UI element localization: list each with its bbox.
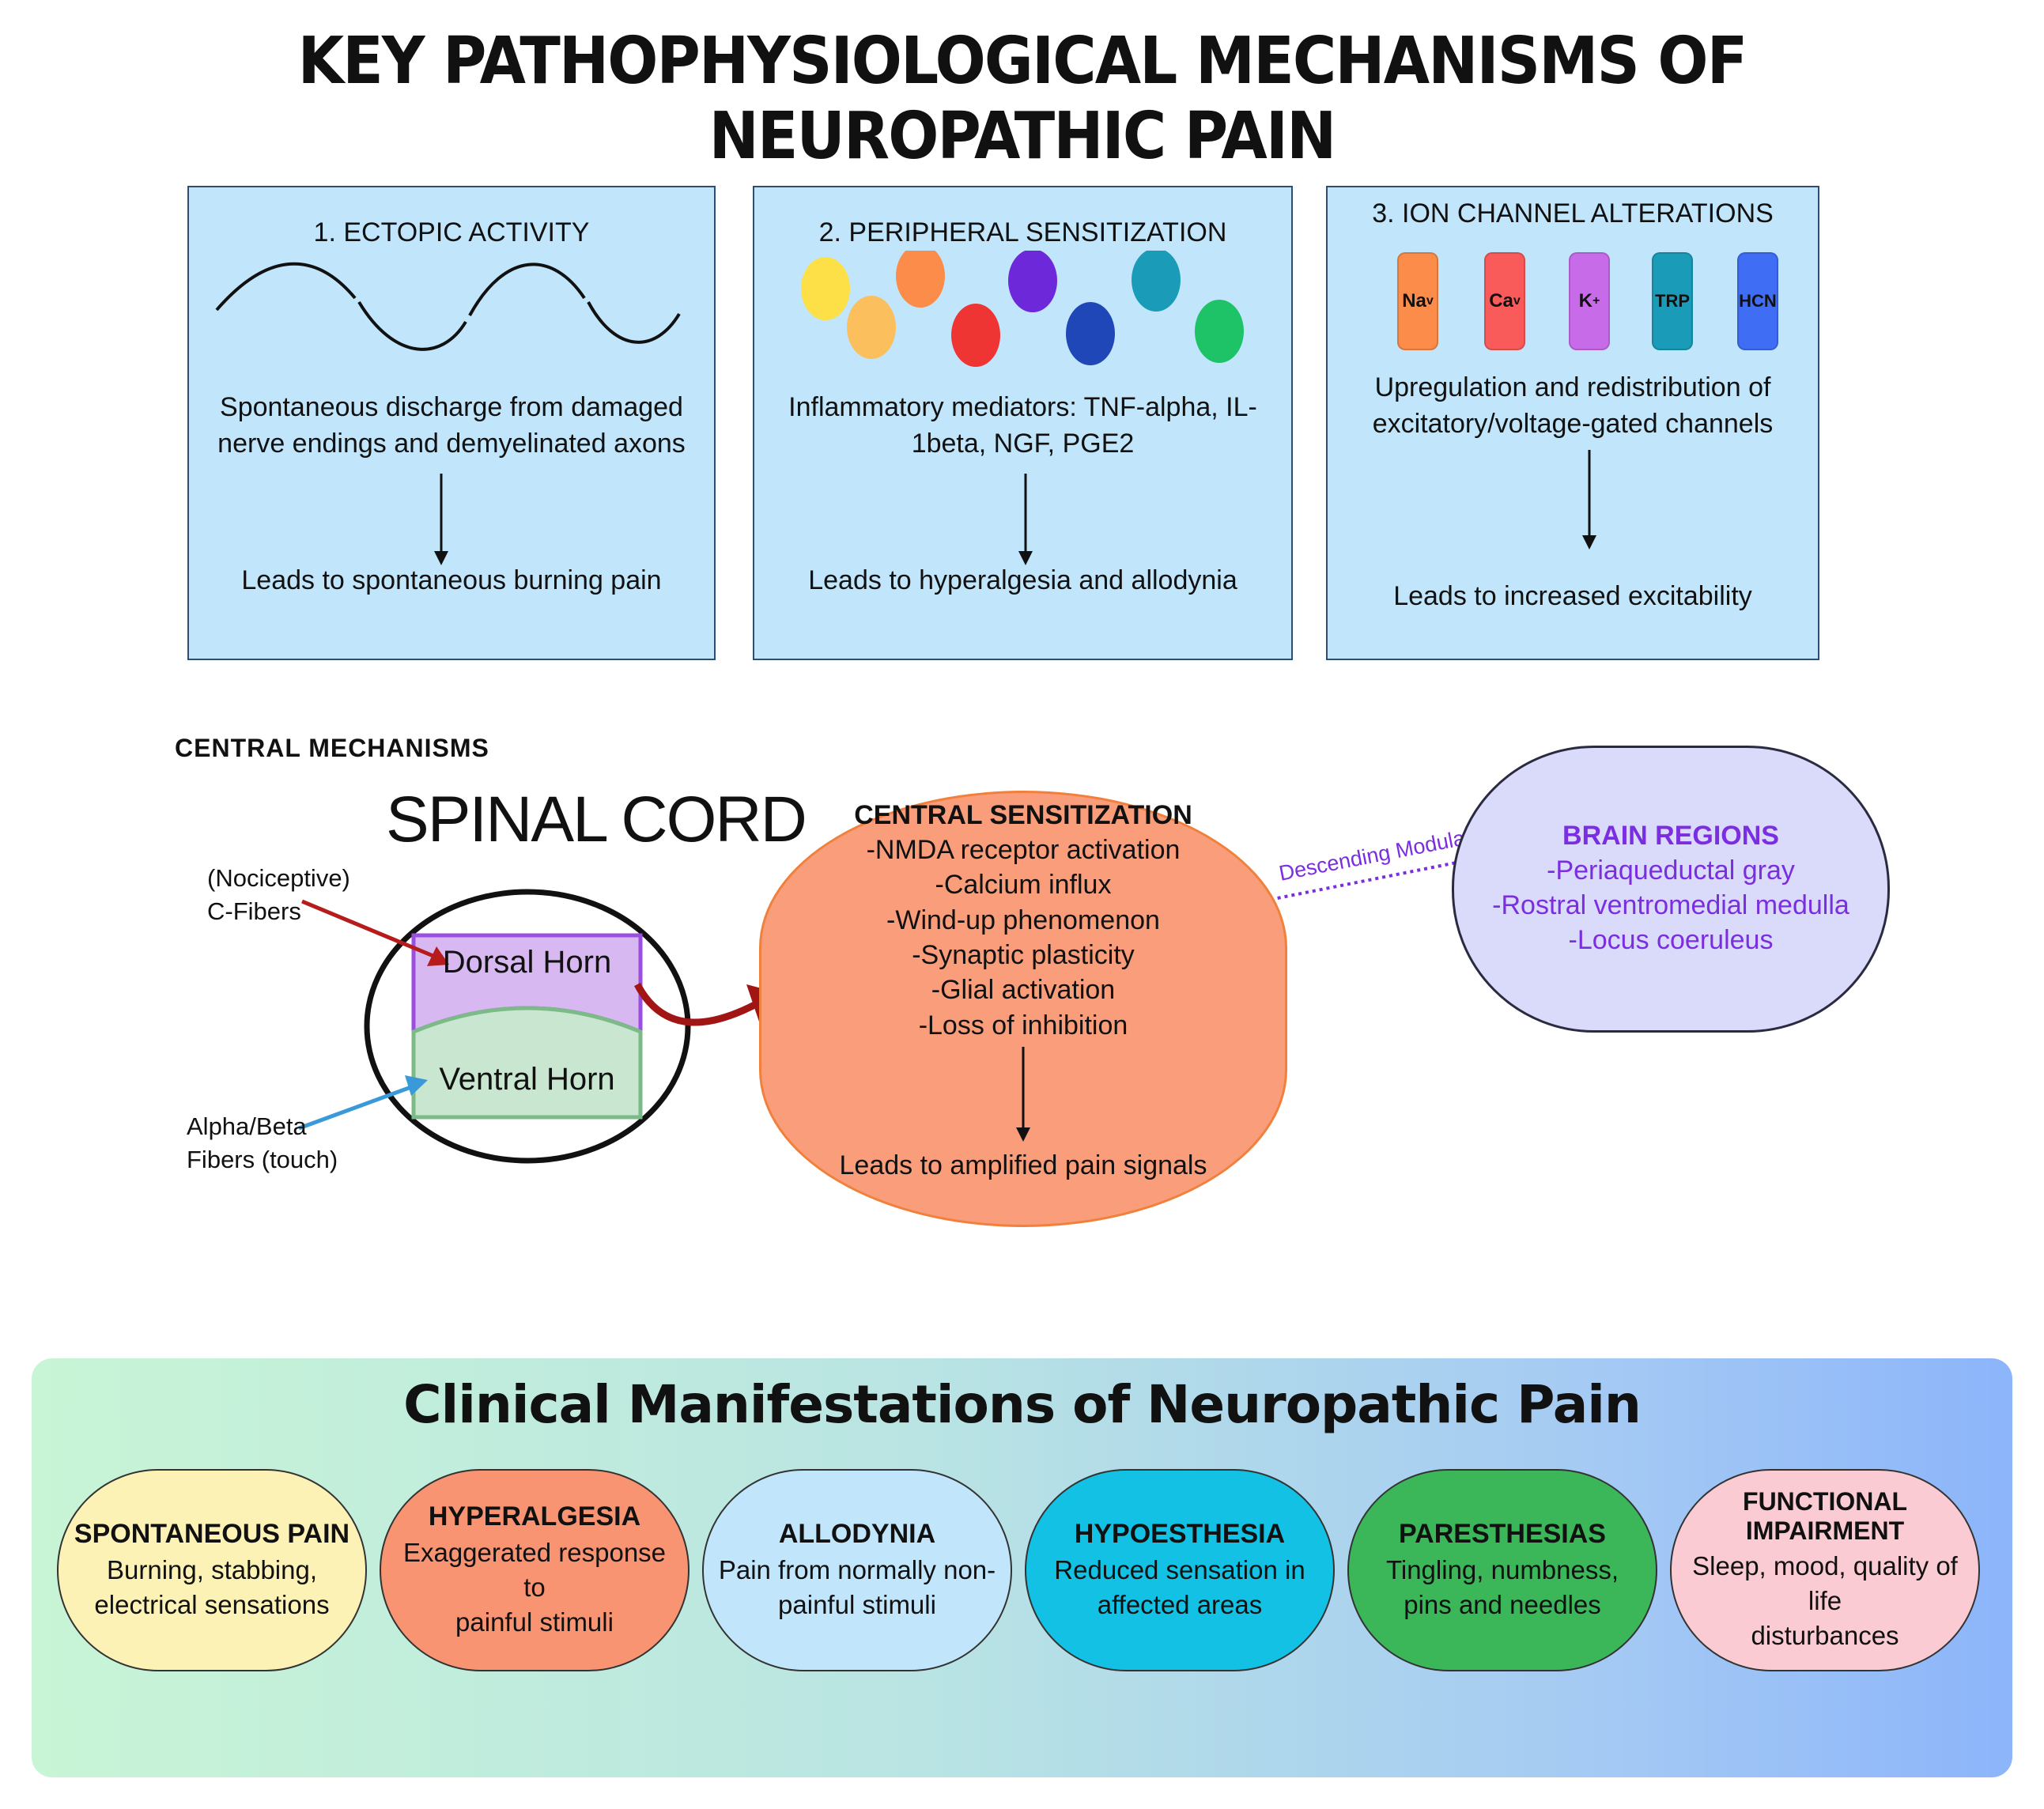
central-sensitization-item: -Wind-up phenomenon (886, 905, 1160, 935)
ectopic-activity-title: 1. ECTOPIC ACTIVITY (313, 217, 590, 247)
ion-channel-subscript: v (1426, 294, 1434, 308)
clinical-card-title: HYPOESTHESIA (1074, 1518, 1286, 1549)
clinical-card: ALLODYNIA Pain from normally non-painful … (702, 1469, 1012, 1671)
clinical-card-title: HYPERALGESIA (428, 1501, 641, 1531)
mediator-dot (847, 296, 896, 359)
down-arrow-icon (1018, 474, 1033, 565)
central-mechanisms-label: CENTRAL MECHANISMS (175, 734, 489, 762)
ion-channel-description: Upregulation and redistribution of excit… (1372, 372, 1774, 439)
ab-fibers-label-line1: Alpha/Beta (187, 1112, 307, 1140)
clinical-card-description: disturbances (1751, 1621, 1899, 1650)
brain-regions-title: BRAIN REGIONS (1562, 821, 1779, 851)
central-sensitization-item: -Calcium influx (935, 870, 1112, 900)
clinical-card-description: Burning, stabbing, (106, 1554, 317, 1584)
wave-icon (215, 262, 681, 351)
c-fiber-arrowhead (427, 946, 449, 966)
ion-channel-label: Na (1402, 290, 1426, 312)
clinical-card: HYPERALGESIA Exaggerated response to painf… (380, 1469, 690, 1671)
clinical-card-title: SPONTANEOUS PAIN (74, 1518, 350, 1549)
c-fiber-arrow (301, 899, 440, 961)
mediator-dot (896, 251, 945, 308)
mediator-dot (951, 304, 1000, 367)
ectopic-activity-description: Spontaneous discharge from damaged nerve… (217, 392, 686, 459)
page-title: KEY PATHOPHYSIOLOGICAL MECHANISMS OF NEU… (297, 24, 1748, 174)
ion-channel: HCN (1737, 252, 1778, 350)
mediator-dot (1195, 300, 1244, 363)
peripheral-sensitization-box: 2. PERIPHERAL SENSITIZATION Inflammatory… (753, 186, 1293, 660)
central-sensitization-item: -Loss of inhibition (918, 1010, 1128, 1040)
clinical-card-description: affected areas (1097, 1589, 1263, 1619)
clinical-manifestations-title: Clinical Manifestations of Neuropathic P… (403, 1374, 1642, 1435)
clinical-card-description: Reduced sensation in (1054, 1554, 1305, 1584)
clinical-card-description: electrical sensations (94, 1589, 330, 1619)
down-arrow-icon (1016, 1047, 1030, 1142)
clinical-card-description: pins and needles (1404, 1589, 1601, 1619)
ion-channel: K+ (1569, 252, 1610, 350)
brain-region-item: -Rostral ventromedial medulla (1492, 890, 1849, 920)
ab-fibers-label-line2: Fibers (touch) (187, 1146, 338, 1173)
ectopic-activity-result: Leads to spontaneous burning pain (241, 565, 662, 595)
ion-channel-title: 3. ION CHANNEL ALTERATIONS (1372, 198, 1774, 228)
ventral-horn-label: Ventral Horn (439, 1062, 615, 1097)
ion-channel-label: K (1578, 290, 1593, 312)
ion-channel-subscript: v (1513, 294, 1521, 308)
mediator-dot (1132, 251, 1181, 312)
ventral-horn-shape (411, 1006, 643, 1120)
clinical-card: PARESTHESIAS Tingling, numbness, pins and … (1347, 1469, 1657, 1671)
clinical-card-title: ALLODYNIA (778, 1518, 936, 1549)
ion-channel-box: 3. ION CHANNEL ALTERATIONS Upregulation … (1326, 186, 1819, 660)
clinical-card: SPONTANEOUS PAIN Burning, stabbing, electr… (57, 1469, 367, 1671)
clinical-card-description: Tingling, numbness, (1385, 1554, 1619, 1584)
spinal-cord-title: SPINAL CORD (386, 784, 807, 855)
clinical-card: FUNCTIONAL IMPAIRMENT Sleep, mood, qualit… (1670, 1469, 1980, 1671)
dorsal-horn-label: Dorsal Horn (442, 945, 612, 980)
ion-channel-label: HCN (1739, 291, 1777, 311)
clinical-card-description: Exaggerated response to (402, 1537, 667, 1602)
brain-regions-blob (1452, 746, 1890, 1033)
clinical-card-description: Pain from normally non- (718, 1554, 996, 1584)
clinical-card-title: FUNCTIONAL IMPAIRMENT (1743, 1487, 1907, 1545)
c-fibers-label: (Nociceptive) C-Fibers (207, 862, 350, 928)
ab-fibers-label: Alpha/Beta Fibers (touch) (187, 1110, 338, 1176)
mediator-dot (1008, 251, 1057, 312)
central-sensitization-title: CENTRAL SENSITIZATION (854, 800, 1192, 830)
spinal-cord-outline (364, 889, 691, 1164)
mediator-dot (801, 257, 850, 320)
ab-fiber-arrowhead (405, 1075, 428, 1096)
central-sensitization-result: Leads to amplified pain signals (839, 1150, 1207, 1180)
ion-channel: TRP (1652, 252, 1693, 350)
clinical-card-description: painful stimuli (455, 1607, 614, 1637)
clinical-card-title: PARESTHESIAS (1399, 1518, 1606, 1549)
clinical-card-description: painful stimuli (778, 1589, 936, 1619)
c-fibers-label-line1: (Nociceptive) (207, 864, 350, 892)
central-sensitization-item: -Synaptic plasticity (912, 940, 1135, 970)
inflammatory-mediators-icon (801, 251, 1244, 367)
brain-region-item: -Periaqueductal gray (1547, 855, 1795, 886)
c-fibers-label-line2: C-Fibers (207, 897, 301, 925)
mediator-dot (1066, 302, 1115, 365)
clinical-card-description: Sleep, mood, quality of life (1692, 1551, 1958, 1615)
ectopic-activity-box: 1. ECTOPIC ACTIVITY Spontaneous discharg… (187, 186, 716, 660)
down-arrow-icon (1582, 450, 1596, 549)
ion-channel-result: Leads to increased excitability (1393, 581, 1752, 611)
peripheral-sensitization-description: Inflammatory mediators: TNF-alpha, IL-1b… (788, 392, 1257, 459)
central-sensitization-item: -Glial activation (931, 975, 1116, 1005)
peripheral-sensitization-result: Leads to hyperalgesia and allodynia (808, 565, 1237, 595)
ion-channel-label: Ca (1489, 290, 1513, 312)
ion-channel-superscript: + (1593, 294, 1600, 308)
down-arrow-icon (434, 474, 448, 565)
dorsal-to-central-arrow (634, 982, 761, 1026)
peripheral-sensitization-title: 2. PERIPHERAL SENSITIZATION (818, 217, 1227, 247)
central-sensitization-item: -NMDA receptor activation (866, 835, 1181, 865)
brain-region-item: -Locus coeruleus (1568, 925, 1774, 955)
ab-fiber-arrow (298, 1082, 418, 1131)
central-sensitization-blob (759, 791, 1287, 1227)
ion-channel-label: TRP (1655, 291, 1690, 311)
clinical-card: HYPOESTHESIA Reduced sensation in affected… (1025, 1469, 1335, 1671)
